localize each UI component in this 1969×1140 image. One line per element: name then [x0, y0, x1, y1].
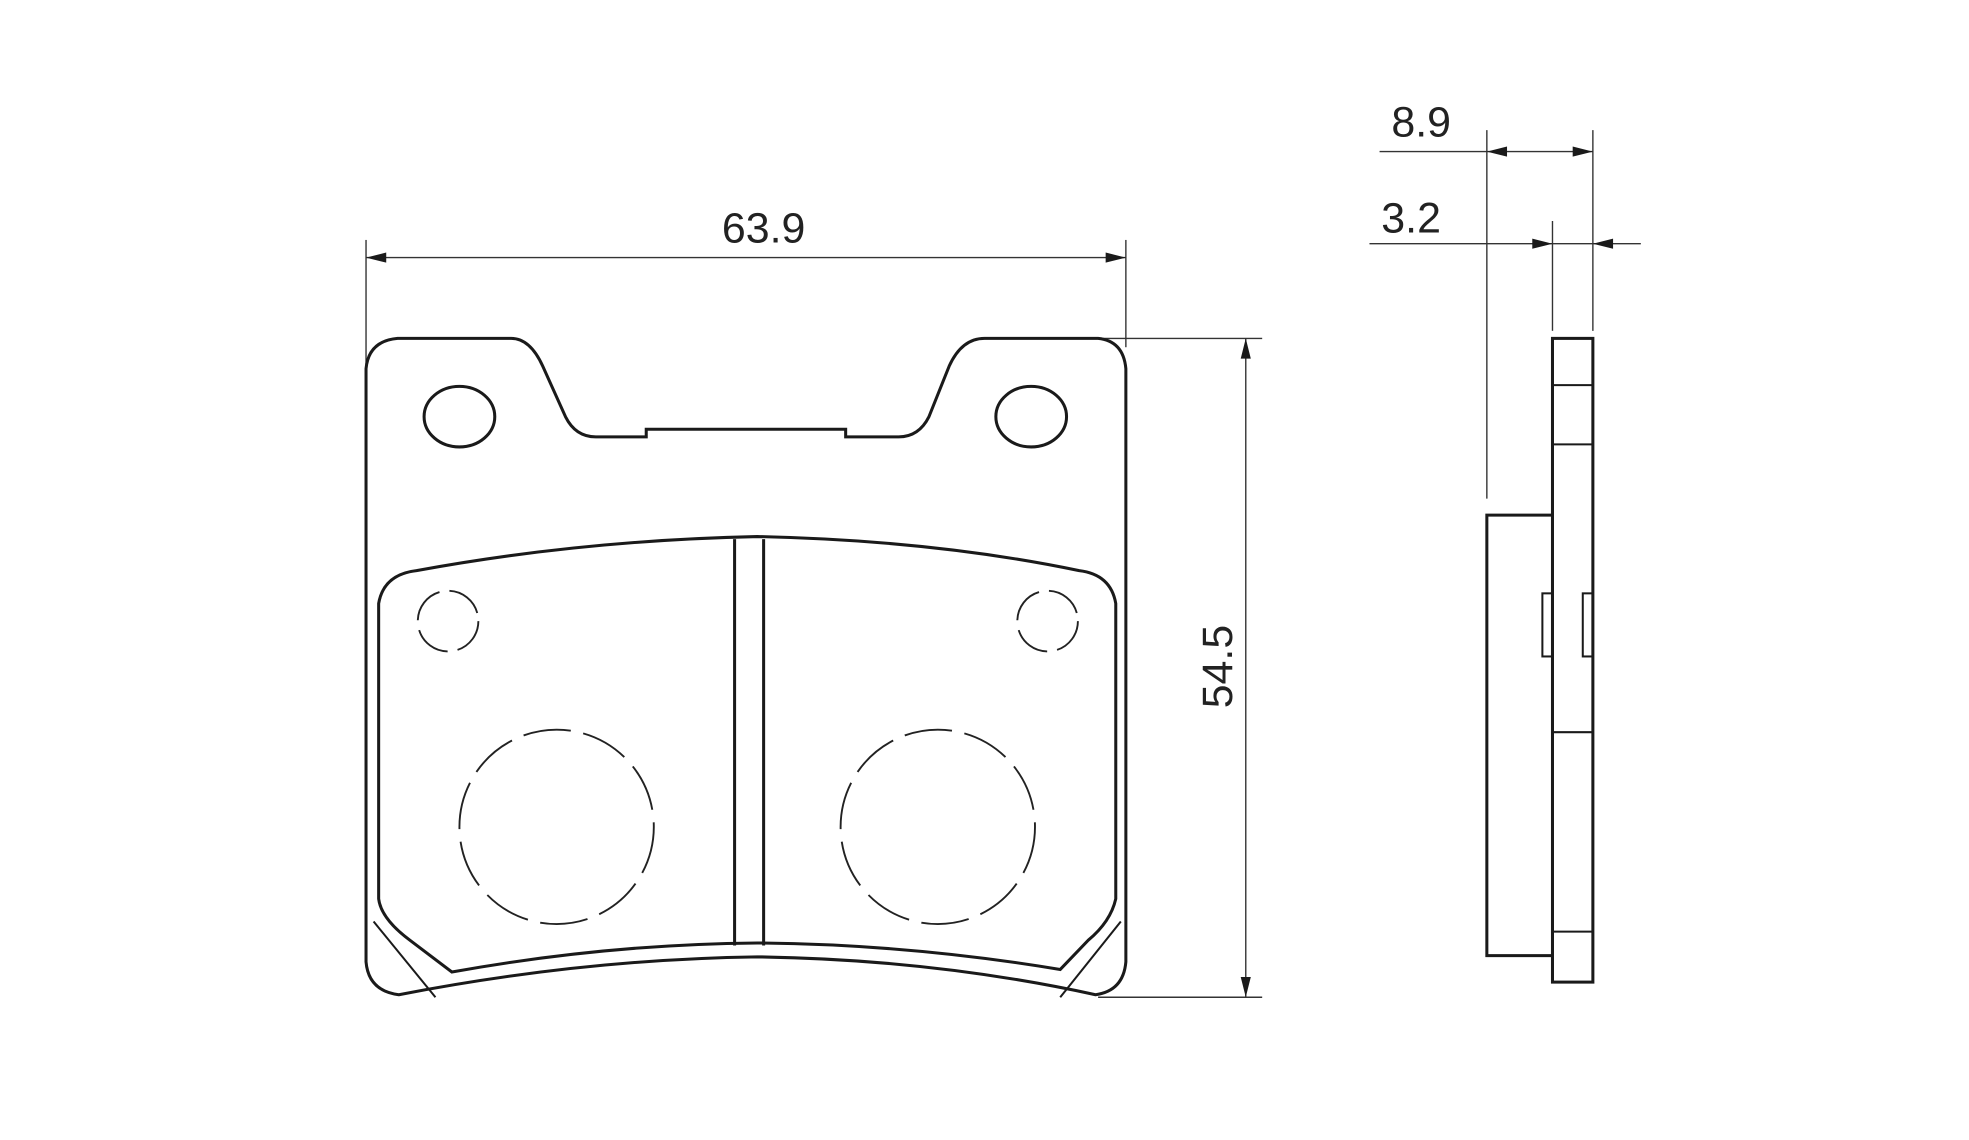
right-mounting-hole — [994, 384, 1069, 449]
width-dimension: 63.9 — [365, 204, 1127, 367]
height-dimension: 54.5 — [1098, 337, 1263, 998]
side-backing-plate — [1550, 336, 1595, 984]
right-piston-hidden-circle — [839, 728, 1036, 925]
left-small-hidden-circle — [416, 589, 480, 653]
side-view: 8.9 3.2 — [1369, 98, 1641, 984]
side-friction-material — [1485, 513, 1553, 958]
left-clip — [1541, 592, 1554, 658]
friction-material-outline — [377, 535, 1118, 974]
width-dimension-label: 63.9 — [722, 204, 806, 252]
height-dimension-label: 54.5 — [1194, 625, 1242, 709]
total-thickness-label: 8.9 — [1391, 98, 1451, 146]
center-slot — [733, 539, 766, 946]
backing-plate-outline — [364, 336, 1128, 997]
left-mounting-hole — [422, 384, 497, 449]
front-view: 63.9 54.5 — [364, 204, 1263, 998]
right-small-hidden-circle — [1016, 589, 1079, 653]
total-thickness-dimension: 8.9 — [1379, 98, 1594, 499]
backing-plate-thickness-dimension: 3.2 — [1369, 194, 1641, 331]
right-clip — [1581, 592, 1594, 658]
backing-plate-thickness-label: 3.2 — [1381, 194, 1441, 242]
left-piston-hidden-circle — [458, 728, 655, 925]
